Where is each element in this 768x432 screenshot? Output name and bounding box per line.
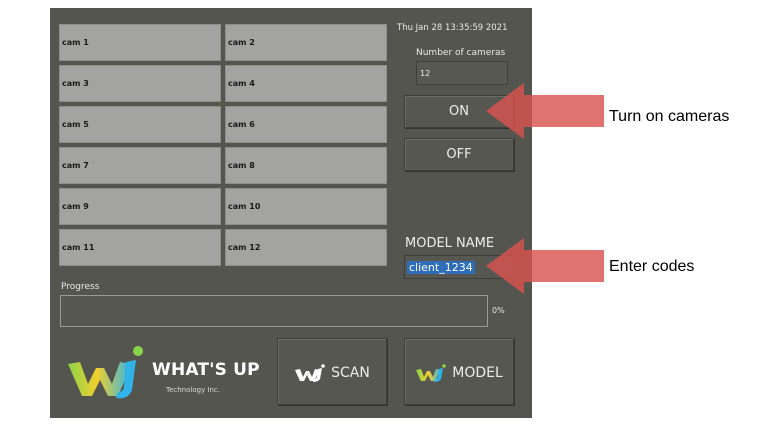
arrow-turn-on-icon: [486, 83, 604, 139]
camera-label: cam 6: [228, 120, 255, 129]
timestamp: Thu Jan 28 13:35:59 2021: [397, 23, 508, 33]
model-label: MODEL: [452, 365, 503, 381]
logo-text: WHAT'S UP: [152, 360, 260, 380]
camera-tile-10[interactable]: cam 10: [225, 188, 387, 225]
number-of-cameras-field[interactable]: 12: [416, 61, 508, 85]
camera-tile-12[interactable]: cam 12: [225, 229, 387, 266]
whats-up-logo-icon: [68, 346, 143, 399]
wj-logo-icon: [295, 364, 325, 382]
scan-button[interactable]: SCAN: [277, 338, 387, 405]
camera-label: cam 10: [228, 202, 261, 211]
camera-label: cam 11: [62, 243, 95, 252]
camera-label: cam 5: [62, 120, 89, 129]
camera-label: cam 4: [228, 79, 255, 88]
camera-tile-3[interactable]: cam 3: [59, 65, 221, 102]
number-of-cameras-label: Number of cameras: [416, 48, 506, 58]
camera-tile-2[interactable]: cam 2: [225, 24, 387, 61]
camera-tile-8[interactable]: cam 8: [225, 147, 387, 184]
camera-tile-6[interactable]: cam 6: [225, 106, 387, 143]
logo-subtext: Technology Inc.: [166, 386, 221, 394]
callout-enter-codes: Enter codes: [609, 258, 695, 275]
progress-label: Progress: [61, 282, 100, 292]
arrow-enter-codes-icon: [486, 238, 604, 294]
camera-tile-5[interactable]: cam 5: [59, 106, 221, 143]
camera-tile-11[interactable]: cam 11: [59, 229, 221, 266]
progress-bar: [60, 295, 488, 327]
callout-turn-on-cameras: Turn on cameras: [609, 108, 730, 125]
progress-percent: 0%: [492, 306, 505, 315]
off-button[interactable]: OFF: [404, 138, 514, 171]
camera-label: cam 1: [62, 38, 89, 47]
model-name-label: MODEL NAME: [405, 236, 495, 251]
camera-label: cam 2: [228, 38, 255, 47]
camera-label: cam 9: [62, 202, 89, 211]
camera-label: cam 12: [228, 243, 261, 252]
model-button[interactable]: MODEL: [404, 338, 514, 405]
camera-tile-1[interactable]: cam 1: [59, 24, 221, 61]
wj-color-logo-icon: [416, 364, 447, 382]
camera-tile-9[interactable]: cam 9: [59, 188, 221, 225]
camera-tile-7[interactable]: cam 7: [59, 147, 221, 184]
camera-label: cam 3: [62, 79, 89, 88]
camera-label: cam 7: [62, 161, 89, 170]
model-name-value: client_1234: [407, 261, 475, 274]
camera-tile-4[interactable]: cam 4: [225, 65, 387, 102]
scan-label: SCAN: [331, 365, 370, 381]
camera-label: cam 8: [228, 161, 255, 170]
